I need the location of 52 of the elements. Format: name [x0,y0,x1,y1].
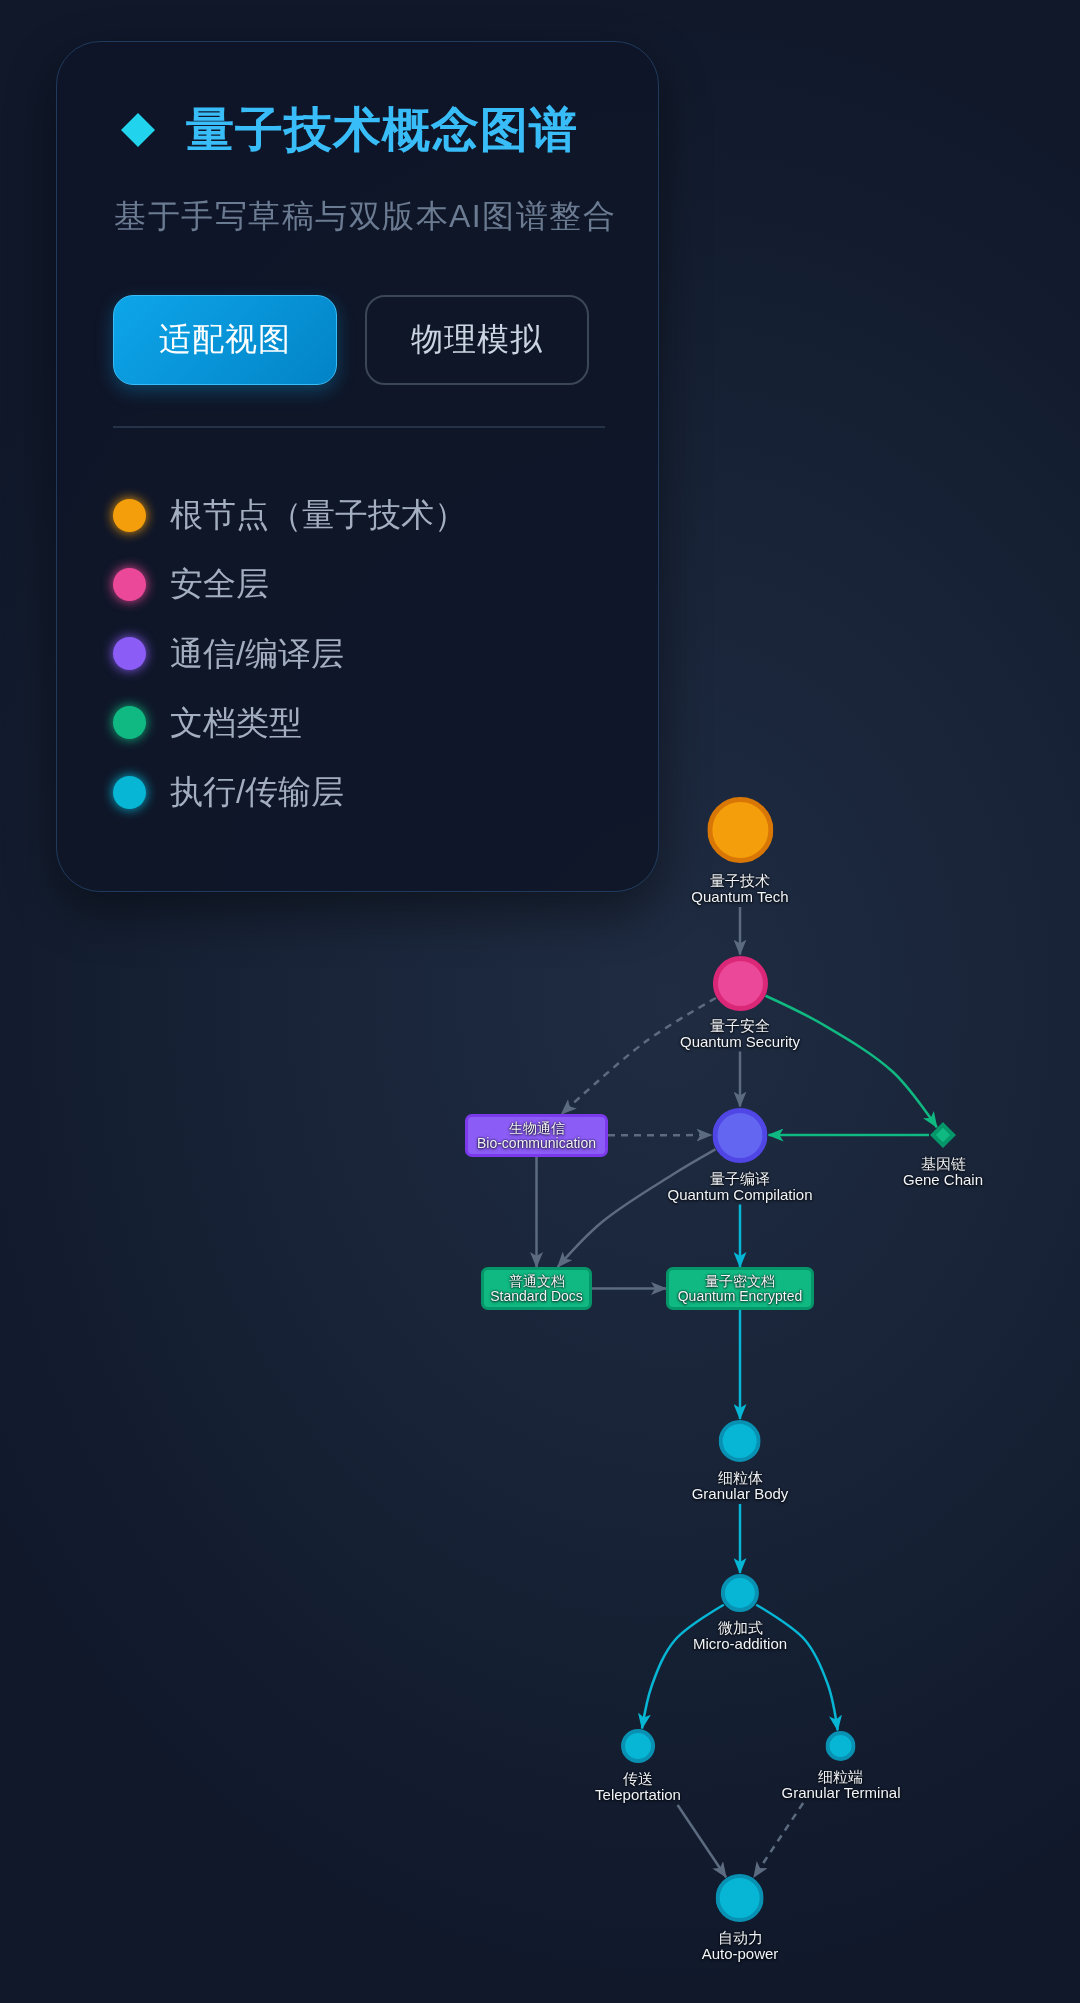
node-label: Gene Chain [902,1172,984,1188]
node-label: 自动力 [717,1930,763,1946]
concept-box [481,1267,592,1310]
node-label: Quantum Encrypted [677,1288,803,1304]
dashed-arrow [752,1802,805,1878]
legend-label: 通信/编译层 [170,633,345,674]
node-label: 细粒体 [717,1470,763,1486]
node-label: 生物通信 [508,1120,565,1136]
title: 量子技术概念图谱 [186,102,578,158]
arrow [733,1204,747,1268]
legend-label: 文档类型 [170,702,302,743]
node-label: 微加式 [717,1620,763,1636]
arrow [764,994,938,1128]
node-label: 量子编译 [710,1170,770,1187]
node-label: Quantum Compilation [667,1186,813,1203]
legend-label: 根节点（量子技术） [170,495,467,535]
node-label: Quantum Security [679,1033,801,1050]
node-label: Bio-communication [476,1135,597,1151]
arrow [767,1128,929,1142]
node-label: Teleportation [595,1787,681,1803]
arrow [733,1051,747,1108]
node-label: Auto-power [701,1946,779,1962]
concept-box [465,1114,608,1157]
node-label: 细粒端 [818,1769,864,1785]
legend-label: 执行/传输层 [170,772,345,812]
node-label: Granular Terminal [781,1785,901,1801]
arrow [755,1603,842,1732]
arrow [733,907,747,956]
fit-view-button: 适配视图 [113,295,337,385]
node-label: 普通文档 [508,1273,565,1289]
concept-box [666,1267,814,1310]
node-label: 量子密文档 [705,1273,775,1289]
node-label: Micro-addition [692,1636,788,1652]
dashed-arrow [560,996,717,1115]
physics-simulation-button: 物理模拟 [365,295,589,385]
dashed-arrow [608,1128,713,1142]
arrow [676,1804,728,1879]
node-label: 量子技术 [710,873,770,889]
node-label: 量子安全 [710,1017,770,1034]
arrow [733,1310,747,1420]
node-label: 基因链 [920,1156,966,1172]
subtitle: 基于手写草稿与双版本AI图谱整合 [114,197,617,236]
arrow [592,1282,667,1295]
node-label: 传送 [623,1771,653,1787]
node-label: Standard Docs [490,1288,583,1304]
node-label: Quantum Tech [691,889,789,905]
arrow [530,1157,543,1268]
legend-label: 安全层 [170,564,269,605]
arrow [638,1603,725,1730]
arrow [556,1148,717,1268]
arrow [733,1504,747,1574]
node-label: Granular Body [691,1486,789,1502]
